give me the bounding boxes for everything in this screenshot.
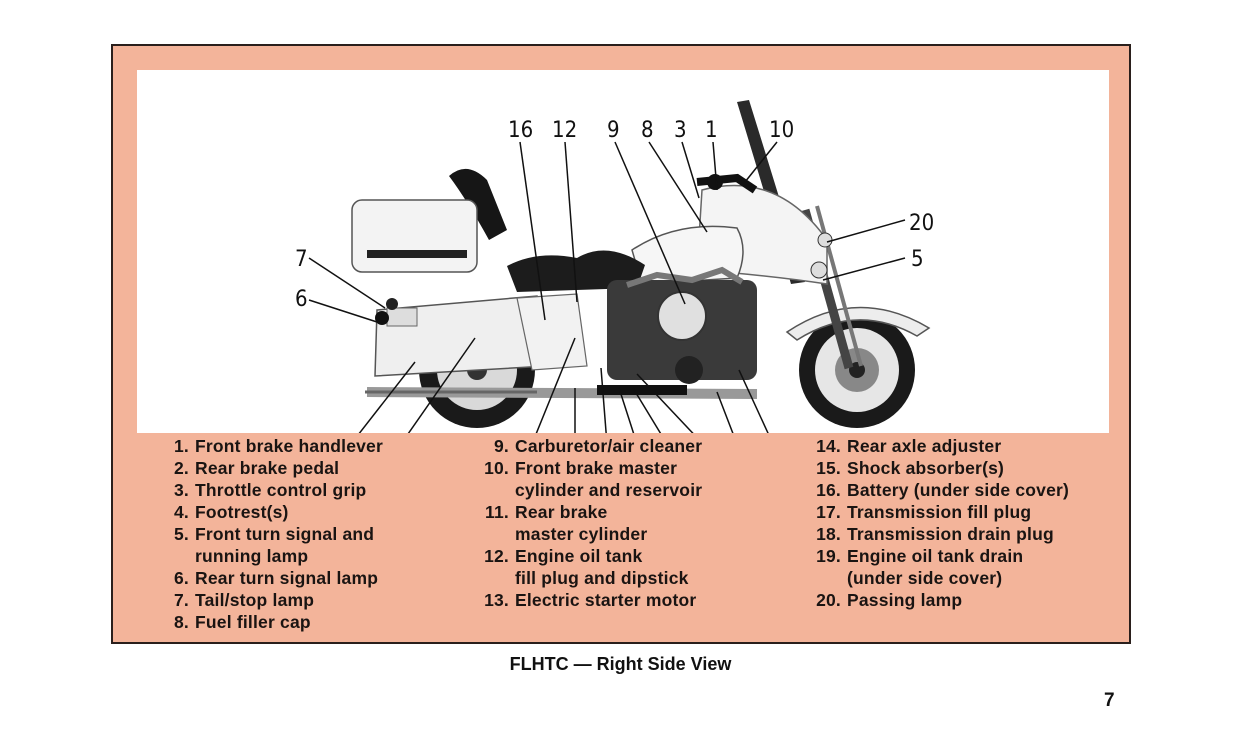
callout-8: 8: [641, 118, 654, 143]
callout-9: 9: [607, 118, 620, 143]
figure-caption: FLHTC — Right Side View: [509, 654, 732, 674]
motorcycle-illustration: 16 12 9 8 3 1 10 20 5 7 6 14 15 19 4 13 …: [295, 100, 934, 433]
legend-item-17: 17.Transmission fill plug: [816, 502, 1032, 522]
callout-1: 1: [705, 118, 718, 143]
legend-item-15: 15.Shock absorber(s): [816, 458, 1005, 478]
callout-3: 3: [674, 118, 687, 143]
figure-panel: 16 12 9 8 3 1 10 20 5 7 6 14 15 19 4 13 …: [111, 44, 1131, 644]
callout-6: 6: [295, 287, 308, 312]
legend-item-4: 4.Footrest(s): [174, 502, 289, 522]
callout-20: 20: [909, 211, 934, 236]
page-number: 7: [1104, 690, 1115, 711]
legend-item-18: 18.Transmission drain plug: [816, 524, 1054, 544]
legend-item-9: 9.Carburetor/air cleaner: [494, 436, 703, 456]
callout-10: 10: [769, 118, 794, 143]
legend-item-14: 14.Rear axle adjuster: [816, 436, 1002, 456]
callout-16: 16: [508, 118, 533, 143]
legend-item-3: 3.Throttle control grip: [174, 480, 367, 500]
motorcycle-drawing: [351, 100, 931, 428]
legend-item-19: 19.Engine oil tank drain(under side cove…: [816, 546, 1024, 588]
legend-item-13: 13.Electric starter motor: [484, 590, 697, 610]
legend-column-1: 1.Front brake handlever 2.Rear brake ped…: [167, 435, 467, 633]
legend-item-8: 8.Fuel filler cap: [174, 612, 311, 632]
legend-column-2: 9.Carburetor/air cleaner 10.Front brake …: [479, 435, 799, 611]
callout-5: 5: [911, 247, 924, 272]
legend-item-20: 20.Passing lamp: [816, 590, 963, 610]
callout-numbers: 16 12 9 8 3 1 10 20 5 7 6 14 15 19 4 13 …: [295, 118, 934, 312]
legend-column-3: 14.Rear axle adjuster 15.Shock absorber(…: [811, 435, 1111, 611]
legend-item-2: 2.Rear brake pedal: [174, 458, 340, 478]
legend-item-6: 6.Rear turn signal lamp: [174, 568, 379, 588]
motorcycle-photo: 16 12 9 8 3 1 10 20 5 7 6 14 15 19 4 13 …: [137, 70, 1109, 433]
legend-item-1: 1.Front brake handlever: [174, 436, 384, 456]
legend-item-16: 16.Battery (under side cover): [816, 480, 1070, 500]
leader-lines: [308, 141, 906, 433]
callout-12: 12: [552, 118, 577, 143]
callout-7: 7: [295, 247, 308, 272]
legend-item-7: 7.Tail/stop lamp: [174, 590, 315, 610]
